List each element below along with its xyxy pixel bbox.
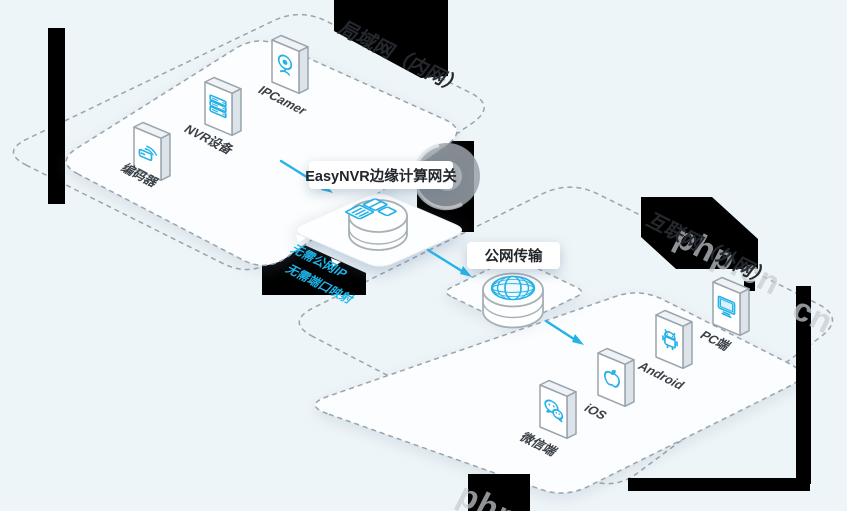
gateway-server-icon <box>345 198 397 220</box>
wechat-icon <box>544 399 564 423</box>
device-encoder <box>133 121 171 182</box>
nvr-icon <box>209 94 227 119</box>
encoder-icon <box>138 145 158 162</box>
alpha-patch <box>641 197 758 269</box>
alpha-patch <box>628 478 810 491</box>
arrow-transport-to-internet <box>544 319 584 345</box>
gateway-label: EasyNVR边缘计算网关 <box>305 167 457 185</box>
alpha-patch <box>334 0 448 78</box>
transport-label-card: 公网传输 <box>467 242 560 269</box>
device-nvr <box>204 76 242 137</box>
alpha-patch <box>796 286 811 484</box>
globe-icon <box>490 275 536 301</box>
note-arrowhead <box>331 258 341 267</box>
device-ios <box>597 347 635 408</box>
lan-outer-boundary <box>12 13 485 271</box>
transport-label: 公网传输 <box>485 247 543 265</box>
internet-outer-boundary <box>298 186 834 485</box>
transport-node <box>482 272 544 329</box>
android-icon <box>662 329 678 351</box>
note-arrowhead <box>296 234 306 243</box>
device-android <box>655 309 693 370</box>
device-wechat <box>539 379 577 440</box>
alpha-patch <box>744 281 755 291</box>
alpha-patch <box>468 474 530 511</box>
arrow-gateway-to-transport <box>426 248 472 277</box>
lan-plane <box>65 40 458 266</box>
pc-icon <box>717 295 736 319</box>
ip-camera-icon <box>277 54 293 76</box>
device-ipcamera <box>271 34 309 95</box>
device-pc <box>712 276 750 337</box>
alpha-patch <box>48 28 65 204</box>
gateway-node <box>345 198 408 251</box>
apple-icon <box>604 369 620 388</box>
gateway-label-card: EasyNVR边缘计算网关 <box>305 161 457 189</box>
